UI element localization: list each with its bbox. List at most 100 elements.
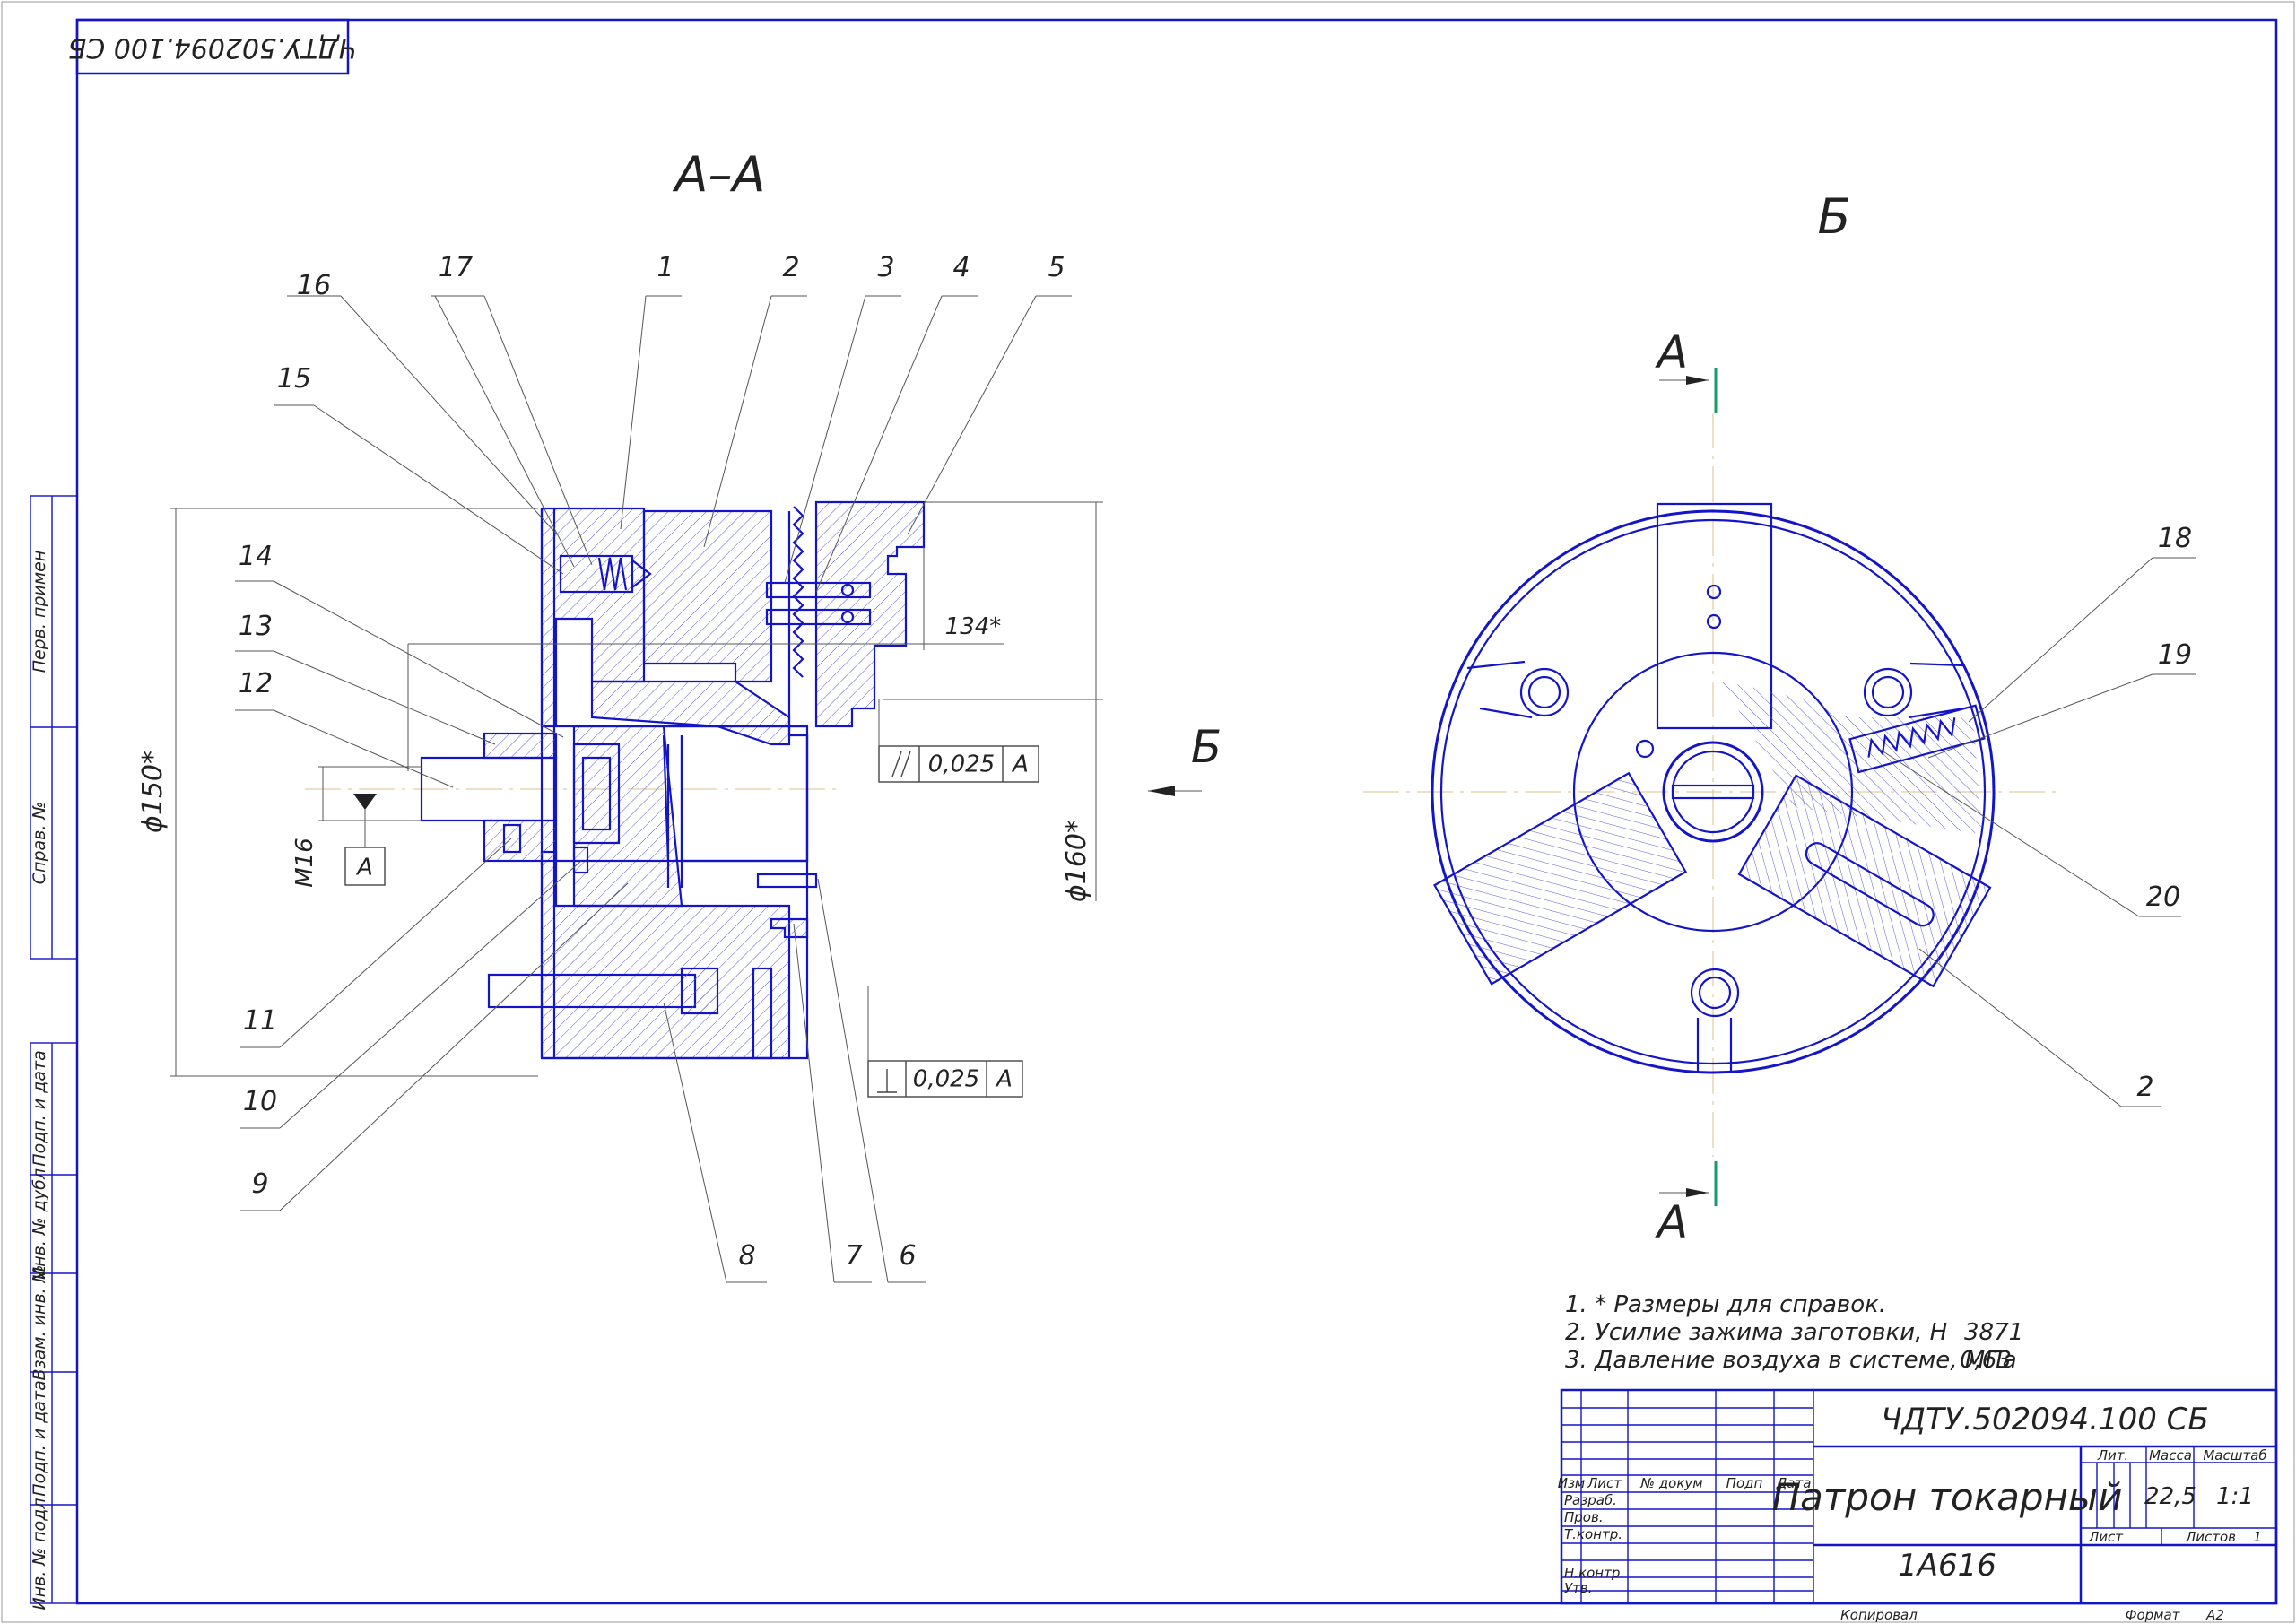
note-1: 1. * Размеры для справок. xyxy=(1565,1291,1886,1318)
perp-value: 0,025 xyxy=(913,1066,979,1093)
callout-14: 14 xyxy=(239,541,273,572)
dim-thread: M16 xyxy=(291,838,318,888)
key-part xyxy=(770,917,809,939)
view-title: Б xyxy=(1817,188,1850,245)
note-2: 2. Усилие зажима заготовки, Н xyxy=(1565,1319,1947,1346)
note-force-value: 3871 xyxy=(1964,1319,2023,1346)
callout-7: 7 xyxy=(845,1240,862,1272)
tb-kopiroval: Копировал xyxy=(1840,1607,1918,1623)
strip-inv-dubl: Инв. № дубл xyxy=(30,1168,49,1280)
strip-vzam-inv: Взам. инв. № xyxy=(30,1264,49,1380)
callout-10: 10 xyxy=(243,1086,277,1117)
tb-designation: ЧДТУ.502094.100 СБ xyxy=(1881,1402,2209,1437)
jaw-carrier xyxy=(642,509,773,683)
bolt-hole-1 xyxy=(1519,667,1570,717)
tolerance-perpendicular: 0,025 A xyxy=(867,986,1023,1098)
col-data: Дата xyxy=(1776,1475,1812,1491)
strip-sprav: Справ. № xyxy=(30,802,49,884)
corner-stamp: ЧДТУ.502094.100 СБ xyxy=(68,18,358,75)
piston xyxy=(572,725,683,908)
tb-massa-value: 22,5 xyxy=(2144,1483,2196,1510)
callout-13: 13 xyxy=(239,611,273,642)
tb-massa-label: Масса xyxy=(2149,1447,2192,1463)
jaw-screw-1 xyxy=(765,581,872,599)
perp-datum: A xyxy=(995,1066,1013,1093)
tb-lit-label: Лит. xyxy=(2097,1447,2129,1463)
strip-inv-podl: Инв. № подл xyxy=(30,1498,49,1610)
callouts-section: 16 17 1 2 3 4 5 15 14 13 12 11 xyxy=(235,252,1072,1283)
col-podp: Подп xyxy=(1726,1475,1763,1491)
parallel-datum: A xyxy=(1011,751,1029,778)
serration xyxy=(792,506,804,678)
cut-label-top: А xyxy=(1655,326,1688,378)
callout-12: 12 xyxy=(239,668,273,699)
callout-1: 1 xyxy=(657,252,674,283)
callout-11: 11 xyxy=(243,1005,277,1037)
jaw-screw-2 xyxy=(765,608,872,626)
dim-150: ϕ150* xyxy=(137,751,169,833)
tb-listov-value: 1 xyxy=(2253,1529,2262,1545)
callout-17: 17 xyxy=(439,252,473,283)
note-pressure-value: 0,63 xyxy=(1960,1347,2012,1374)
pin-6 xyxy=(756,873,818,889)
callout-19: 19 xyxy=(2158,639,2192,671)
tb-masshtab-value: 1:1 xyxy=(2216,1483,2254,1510)
chuck-body-circle xyxy=(1431,509,1996,1074)
row-tkontr: Т.контр. xyxy=(1564,1526,1622,1542)
callout-5: 5 xyxy=(1048,252,1065,283)
callout-20: 20 xyxy=(2146,881,2180,913)
set-screw-10 xyxy=(572,846,589,874)
tb-name: Патрон токарный xyxy=(1772,1475,2123,1519)
col-doc: № докум xyxy=(1639,1475,1702,1491)
row-utv: Утв. xyxy=(1564,1580,1593,1596)
center-bore xyxy=(1662,741,1764,843)
tolerance-parallel: 0,025 A xyxy=(878,699,1039,783)
tb-machine: 1А616 xyxy=(1898,1548,1996,1584)
callout-4: 4 xyxy=(952,252,970,283)
parallel-value: 0,025 xyxy=(928,751,995,778)
row-razrab: Разраб. xyxy=(1564,1492,1617,1508)
front-view-b: Б xyxy=(1363,188,2196,1248)
strip-podp-data-2: Подп. и дата xyxy=(30,1380,49,1496)
tb-masshtab-label: Масштаб xyxy=(2203,1447,2266,1463)
set-screw-11 xyxy=(502,823,522,854)
datum-triangle xyxy=(353,794,377,810)
dim-160: ϕ160* xyxy=(1061,820,1092,902)
callout-15: 15 xyxy=(277,363,311,395)
corner-stamp-text: ЧДТУ.502094.100 СБ xyxy=(68,32,358,64)
strip-podp-data-1: Подп. и дата xyxy=(30,1050,49,1166)
callout-8: 8 xyxy=(738,1240,755,1272)
callout-18: 18 xyxy=(2158,523,2192,554)
wedge-plunger xyxy=(590,680,791,746)
row-nkontr: Н.контр. xyxy=(1564,1565,1624,1581)
section-view-aa: А–А xyxy=(137,146,1222,1283)
collet xyxy=(572,743,621,845)
datum-label: A xyxy=(355,855,373,881)
cut-label-bottom: А xyxy=(1655,1196,1688,1248)
note-3: 3. Давление воздуха в системе, МПа xyxy=(1565,1347,2017,1374)
cone xyxy=(662,734,809,862)
spring-19 xyxy=(1848,704,1986,774)
callout-9: 9 xyxy=(251,1168,268,1200)
bolt-hole-2 xyxy=(1863,667,1913,717)
jaw-right xyxy=(1433,771,1688,986)
tb-list-label: Лист xyxy=(2088,1529,2124,1545)
callout-16: 16 xyxy=(297,270,331,301)
left-strip: Перв. примен Справ. № Подп. и дата Инв. … xyxy=(30,495,78,1611)
view-arrow-label: Б xyxy=(1191,721,1222,773)
callout-2: 2 xyxy=(782,252,799,283)
section-title: А–А xyxy=(673,146,766,203)
callout-2-front: 2 xyxy=(2136,1072,2153,1103)
tb-format-value: А2 xyxy=(2205,1607,2224,1623)
strip-perv-primen: Перв. примен xyxy=(30,551,49,673)
dim-134: 134* xyxy=(945,613,1002,640)
title-block: Изм Лист № докум Подп Дата Разраб. Пров.… xyxy=(1558,1388,2278,1623)
technical-notes: 1. * Размеры для справок. 2. Усилие зажи… xyxy=(1565,1291,2023,1374)
col-izm: Изм xyxy=(1558,1475,1586,1491)
tb-listov-label: Листов xyxy=(2185,1529,2236,1545)
tb-format-label: Формат xyxy=(2126,1607,2181,1623)
callout-6: 6 xyxy=(899,1240,916,1272)
bolt-hole-3 xyxy=(1690,968,1740,1018)
